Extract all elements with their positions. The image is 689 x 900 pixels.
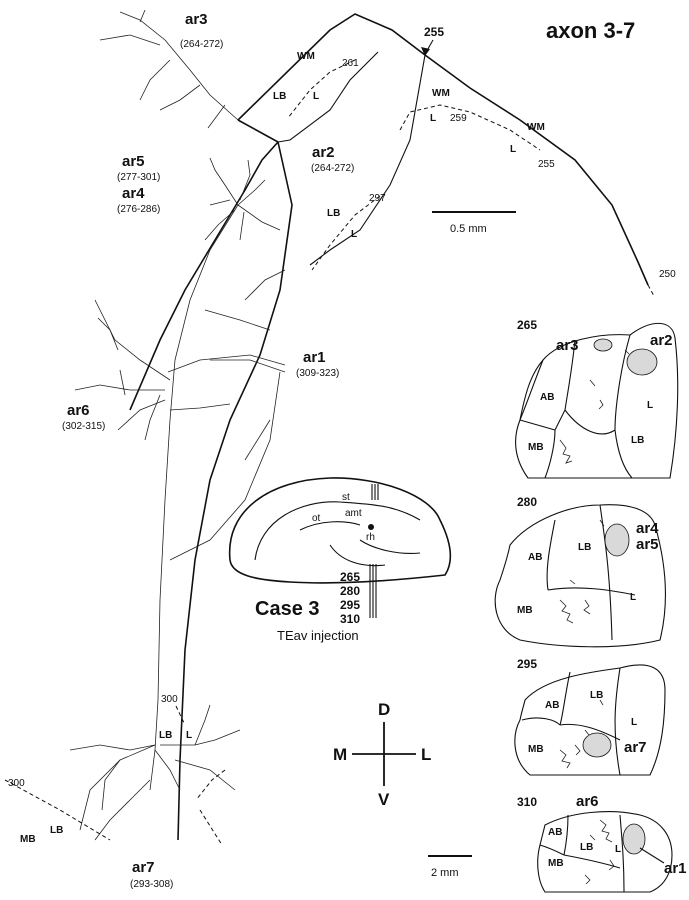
axon-arbors <box>69 9 286 841</box>
section-280-arbor-ar5: ar5 <box>636 536 659 553</box>
arbor-label-ar4: ar4 <box>122 185 145 202</box>
section-295-label-l: L <box>631 717 637 728</box>
section-295-label-mb: MB <box>528 744 544 755</box>
section-310-arbor-ar1: ar1 <box>664 860 687 877</box>
orientation-m: M <box>333 745 347 764</box>
section-280-label-mb: MB <box>517 605 533 616</box>
arbor-range-ar5: (277-301) <box>117 172 160 183</box>
label-l: L <box>313 91 319 102</box>
section-265-label-mb: MB <box>528 442 544 453</box>
label-l: L <box>430 113 436 124</box>
section-280-arbor-ar4: ar4 <box>636 520 659 537</box>
arbor-label-ar1: ar1 <box>303 349 326 366</box>
orientation-d: D <box>378 700 390 719</box>
arbor-labels: ar3 (264-272) ar2 (264-272) ar5 (277-301… <box>62 11 354 890</box>
section-265: 265 ar3 ar2 AB L LB MB <box>515 318 679 479</box>
scale-bar-bottom: 2 mm <box>428 855 472 879</box>
section-265-label-l: L <box>647 400 653 411</box>
section-310-arbor-ar6: ar6 <box>576 793 599 810</box>
orientation-cross: D V M L <box>333 700 431 809</box>
label-lb: LB <box>50 825 63 836</box>
number-261: 261 <box>342 58 359 69</box>
label-l: L <box>351 229 357 240</box>
section-number-265: 265 <box>517 318 537 332</box>
scale-bar-top-label: 0.5 mm <box>450 223 487 235</box>
label-wm: WM <box>297 51 315 62</box>
label-lb: LB <box>327 208 340 219</box>
section-280: 280 ar4 ar5 AB LB L MB <box>494 495 666 648</box>
inset-section-265: 265 <box>340 570 360 584</box>
section-310-label-lb: LB <box>580 842 593 853</box>
number-300-right: 300 <box>161 694 178 705</box>
arbor-range-ar3: (264-272) <box>180 39 223 50</box>
label-lb: LB <box>273 91 286 102</box>
section-265-arbor-ar3: ar3 <box>556 337 579 354</box>
section-295-label-lb: LB <box>590 690 603 701</box>
orientation-v: V <box>378 790 390 809</box>
section-280-label-ab: AB <box>528 552 542 563</box>
arbor-range-ar4: (276-286) <box>117 204 160 215</box>
number-259: 259 <box>450 113 467 124</box>
section-310-label-l: L <box>615 844 621 855</box>
arbor-label-ar2: ar2 <box>312 144 335 161</box>
case-title: Case 3 <box>255 598 320 620</box>
case-subtitle: TEav injection <box>277 628 359 643</box>
section-280-label-l: L <box>630 592 636 603</box>
arbor-label-ar6: ar6 <box>67 402 90 419</box>
figure-title: axon 3-7 <box>546 18 635 43</box>
arbor-label-ar3: ar3 <box>185 11 208 28</box>
arbor-range-ar7: (293-308) <box>130 879 173 890</box>
section-280-label-lb: LB <box>578 542 591 553</box>
label-wm: WM <box>527 122 545 133</box>
scale-bar-top: 0.5 mm <box>432 211 516 235</box>
inset-section-310: 310 <box>340 612 360 626</box>
arbor-range-ar6: (302-315) <box>62 421 105 432</box>
orientation-l: L <box>421 745 431 764</box>
arbor-label-ar7: ar7 <box>132 859 155 876</box>
section-310-label-mb: MB <box>548 858 564 869</box>
brain-label-amt: amt <box>345 508 362 519</box>
inset-section-295: 295 <box>340 598 360 612</box>
number-297: 297 <box>369 193 386 204</box>
section-310: 310 ar6 ar1 AB LB L MB <box>517 793 687 893</box>
section-number-310: 310 <box>517 795 537 809</box>
number-250: 250 <box>659 269 676 280</box>
section-295: 295 ar7 AB LB L MB <box>514 657 666 776</box>
label-wm: WM <box>432 88 450 99</box>
inset-section-280: 280 <box>340 584 360 598</box>
section-295-arbor-ar7: ar7 <box>624 739 647 756</box>
brain-label-rh: rh <box>366 532 375 543</box>
arbor-label-ar5: ar5 <box>122 153 145 170</box>
number-255: 255 <box>538 159 555 170</box>
section-265-arbor-ar2: ar2 <box>650 332 673 349</box>
section-number-295: 295 <box>517 657 537 671</box>
brain-inset: st amt ot rh 265 280 295 310 Case 3 TEav… <box>228 477 452 643</box>
reconstruction-boundaries <box>4 13 655 846</box>
scale-bar-bottom-label: 2 mm <box>431 867 459 879</box>
section-295-label-ab: AB <box>545 700 559 711</box>
label-mb: MB <box>20 834 36 845</box>
label-lb: LB <box>159 730 172 741</box>
label-l: L <box>510 144 516 155</box>
brain-label-st: st <box>342 492 350 503</box>
number-255-top: 255 <box>424 25 444 39</box>
section-265-label-lb: LB <box>631 435 644 446</box>
arbor-range-ar1: (309-323) <box>296 368 339 379</box>
number-300-left: 300 <box>8 778 25 789</box>
label-l: L <box>186 730 192 741</box>
brain-label-ot: ot <box>312 513 321 524</box>
section-265-label-ab: AB <box>540 392 554 403</box>
boundary-labels: WM 261 LB L 255 WM L 259 WM L 255 LB 297… <box>8 25 676 845</box>
section-number-280: 280 <box>517 495 537 509</box>
section-310-label-ab: AB <box>548 827 562 838</box>
arbor-range-ar2: (264-272) <box>311 163 354 174</box>
